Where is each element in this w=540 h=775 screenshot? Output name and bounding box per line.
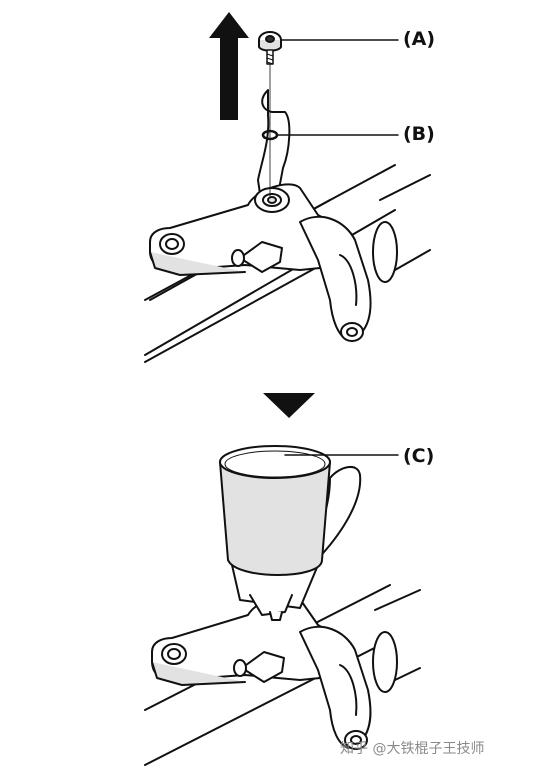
callout-label-c: (C) (403, 445, 435, 467)
watermark: 知乎 @大铁棍子王技师 (340, 741, 485, 757)
step-1-panel (144, 12, 431, 363)
hose-fitting (239, 241, 283, 273)
step-2-panel (144, 445, 421, 766)
callout-label-b: (B) (403, 123, 435, 145)
brake-lever-blade (257, 89, 291, 209)
bar-end-ring (372, 221, 398, 283)
up-arrow-icon (209, 12, 249, 120)
callout-label-a: (A) (403, 28, 436, 50)
handlebar-clamp (299, 215, 372, 341)
handlebar-clamp-2 (299, 625, 372, 749)
down-triangle-icon (263, 393, 315, 418)
